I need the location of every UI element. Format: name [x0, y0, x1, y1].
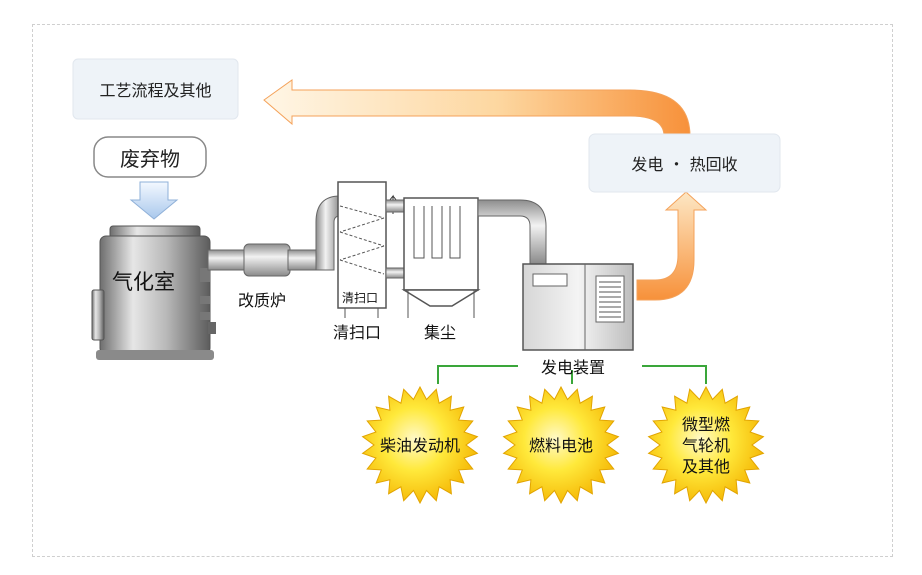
dust-collector	[401, 197, 481, 318]
cleaning-column	[337, 181, 407, 318]
power-heat-label: 发电 ・ 热回收	[631, 155, 738, 174]
up-arrow	[636, 191, 708, 301]
burst-fuelcell-label: 燃料电池	[528, 435, 593, 455]
power-heat-box: 发电 ・ 热回收	[589, 134, 780, 192]
gasifier-label: 气化室	[112, 270, 175, 294]
gasifier	[91, 225, 216, 360]
green-connectors	[437, 365, 707, 384]
waste-box: 废弃物	[94, 137, 206, 177]
return-arrow	[263, 79, 691, 139]
connector-pipe	[477, 199, 547, 265]
burst-turbine-line1: 微型燃	[681, 414, 730, 434]
power-heat-box-shape	[588, 133, 781, 193]
dust-collector-label: 集尘	[424, 323, 457, 342]
power-unit	[522, 263, 634, 351]
burst-diesel-shape	[361, 385, 479, 505]
reformer-label: 改质炉	[238, 291, 287, 310]
burst-turbine-shape	[647, 385, 765, 505]
burst-turbine: 微型燃 气轮机 及其他	[649, 390, 763, 500]
burst-diesel-label: 柴油发动机	[379, 435, 460, 455]
burst-turbine-line2: 气轮机	[681, 435, 730, 455]
power-unit-label: 发电装置	[541, 358, 606, 377]
process-box-shape	[72, 58, 239, 120]
cleaning-port-label: 清扫口	[333, 323, 382, 342]
waste-box-shape	[93, 136, 207, 178]
process-box-label: 工艺流程及其他	[99, 81, 212, 100]
burst-fuelcell: 燃料电池	[504, 390, 618, 500]
reformer	[207, 195, 341, 277]
burst-turbine-line3: 及其他	[681, 456, 730, 476]
cleaning-port-tag: 清扫口	[342, 291, 379, 305]
process-box: 工艺流程及其他	[73, 59, 238, 119]
burst-fuelcell-shape	[502, 385, 620, 505]
waste-label: 废弃物	[120, 146, 180, 171]
down-arrow	[129, 181, 179, 220]
burst-diesel: 柴油发动机	[363, 390, 477, 500]
